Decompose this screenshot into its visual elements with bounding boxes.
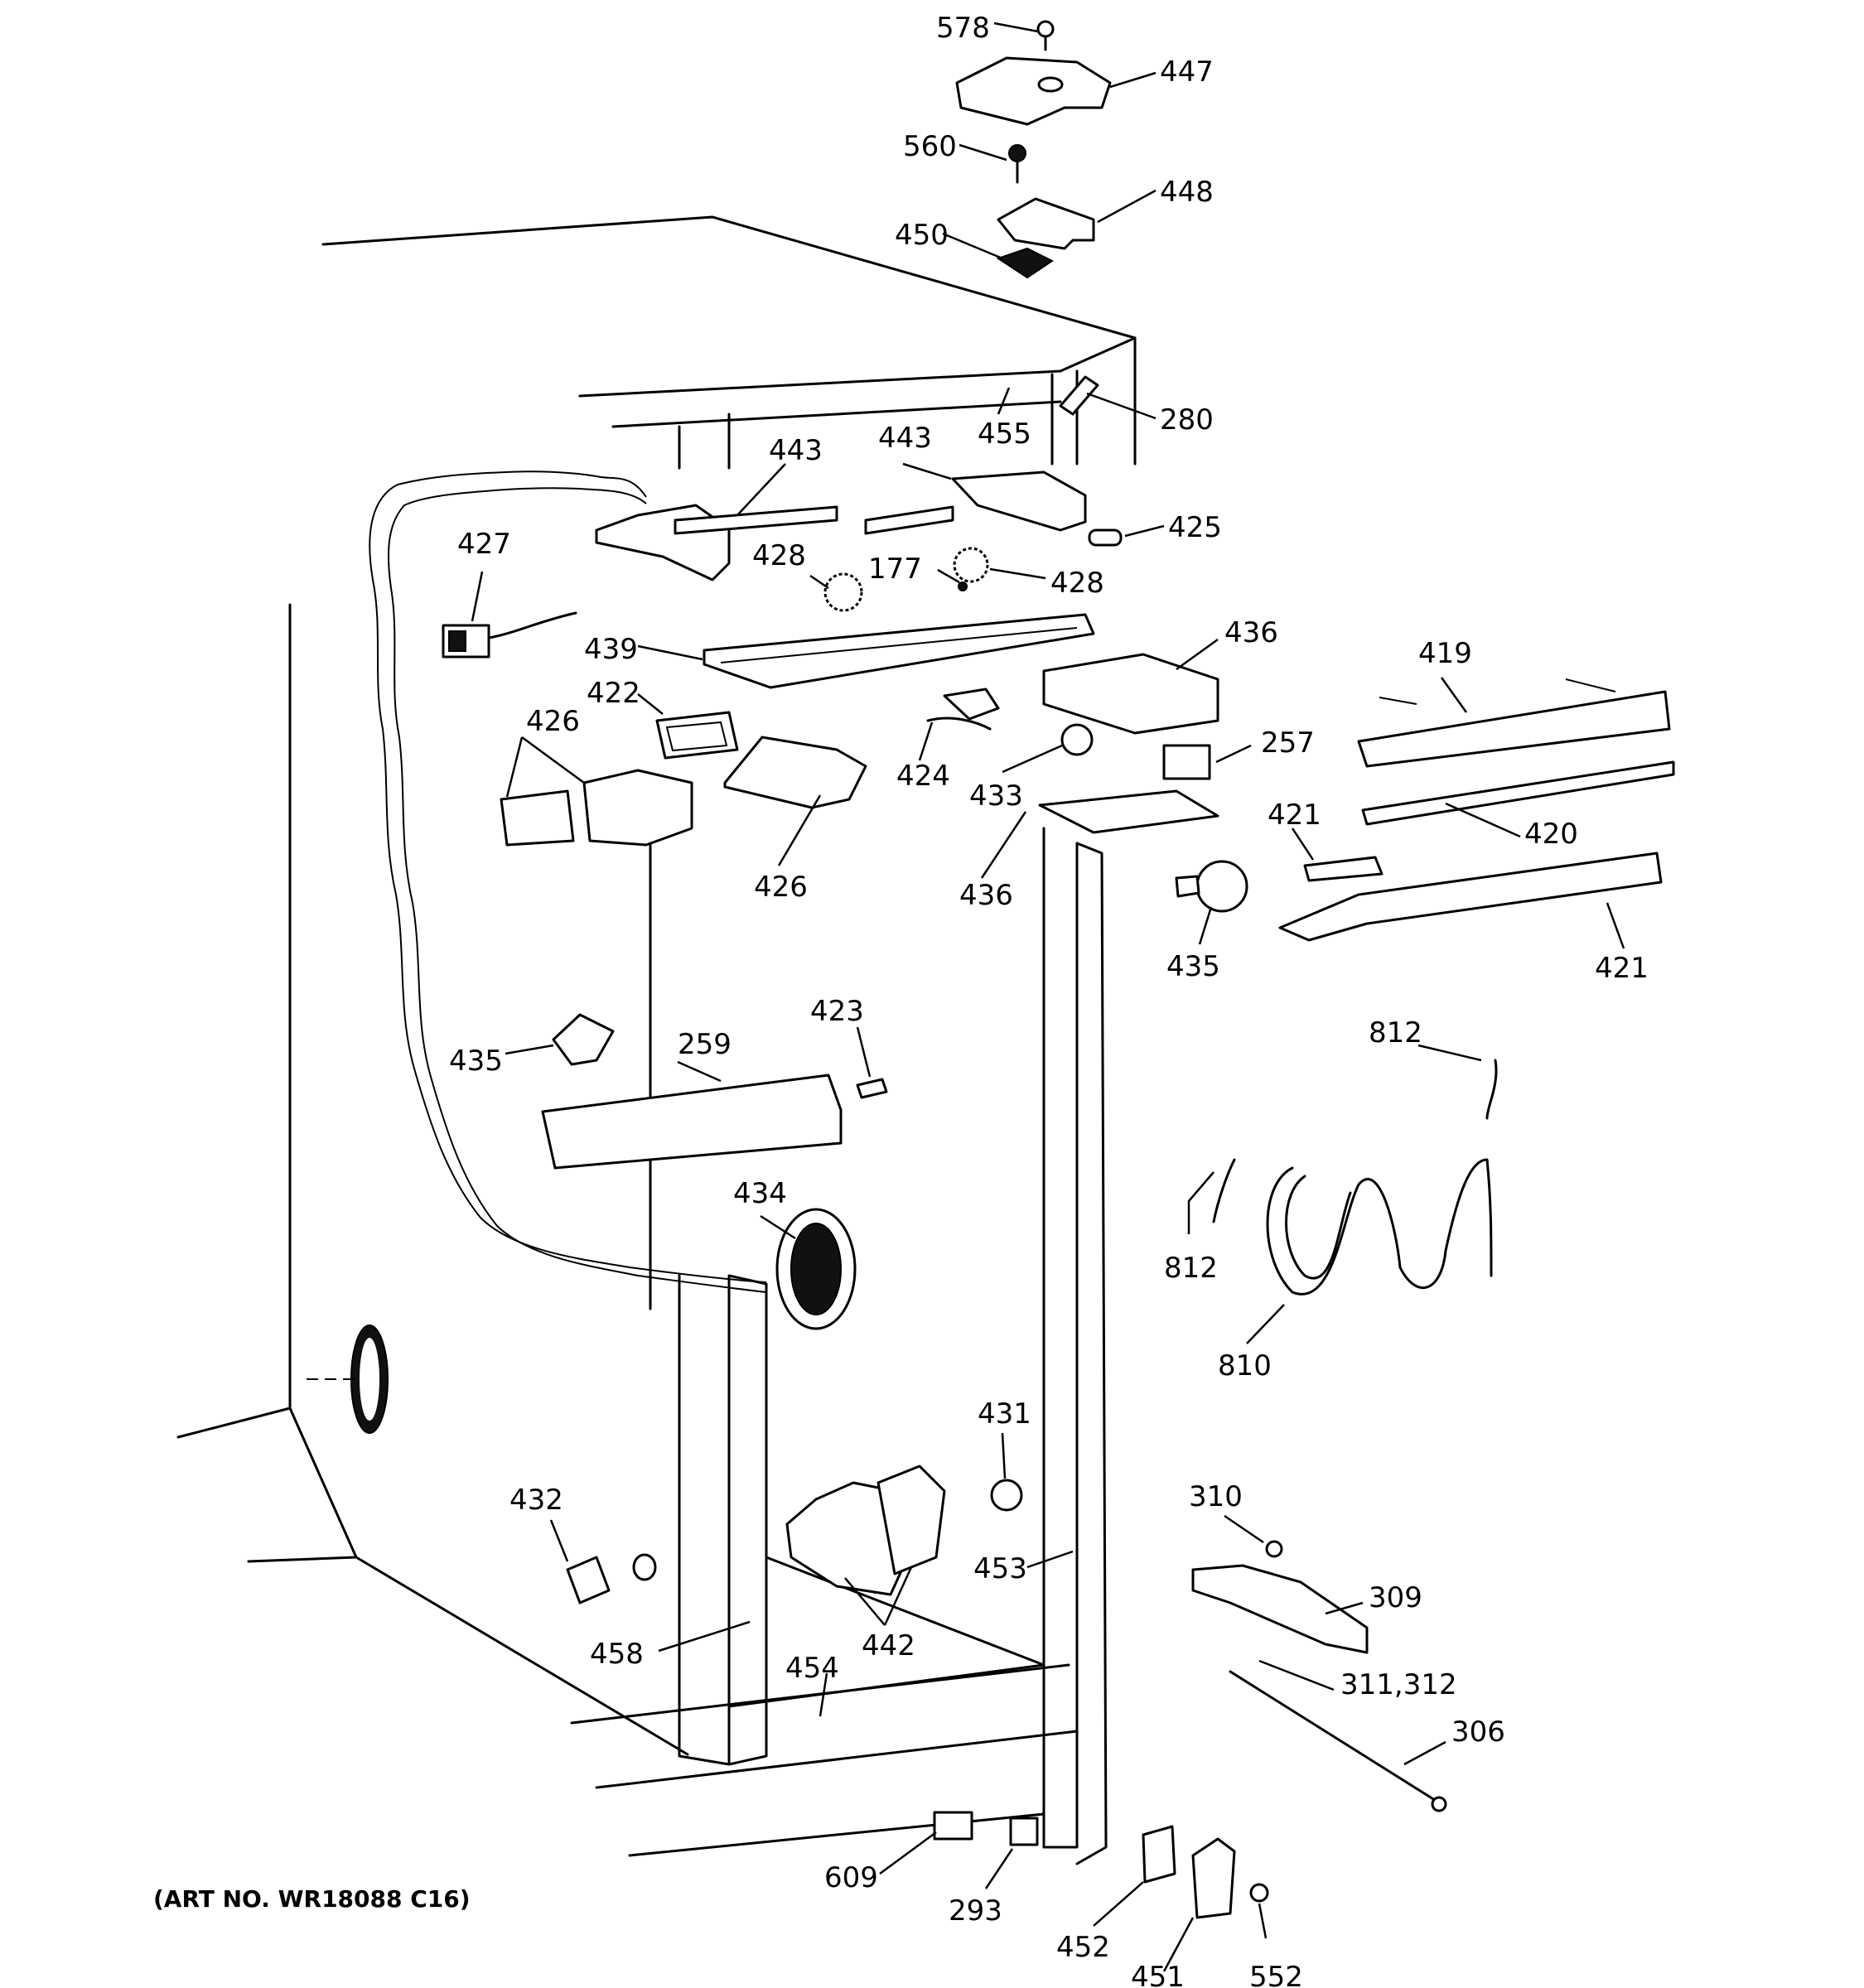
callout-label: 560 (903, 130, 957, 163)
callout-label: 309 (1369, 1581, 1422, 1614)
callout-label: 458 (590, 1638, 644, 1671)
callout-label: 421 (1595, 952, 1649, 985)
callout-label: 422 (587, 677, 640, 710)
callout-label: 578 (936, 12, 990, 45)
callout-label: 552 (1249, 1961, 1303, 1988)
art-number: (ART NO. WR18088 C16) (153, 1885, 471, 1913)
callout-label: 454 (785, 1652, 839, 1685)
callout-label: 428 (1050, 567, 1104, 600)
callout-label: 439 (584, 633, 638, 666)
callout-label: 259 (678, 1028, 732, 1061)
callout-label: 455 (978, 417, 1031, 451)
callout-label: 257 (1261, 726, 1315, 760)
callout-label: 306 (1451, 1715, 1505, 1749)
callout-label: 810 (1218, 1349, 1272, 1382)
callout-label: 436 (959, 879, 1013, 912)
leader-lines (471, 22, 1625, 1972)
callout-label: 442 (862, 1629, 915, 1662)
callout-label: 436 (1224, 616, 1278, 649)
callout-label: 435 (449, 1045, 503, 1078)
part-shapes (442, 20, 1675, 1919)
callout-label: 443 (878, 422, 932, 455)
callout-label: 452 (1056, 1931, 1110, 1964)
callout-label: 431 (978, 1397, 1031, 1431)
callout-labels: 578 447 560 448 450 280 455 443 443 425 … (449, 12, 1649, 1988)
callout-label: 311,312 (1340, 1668, 1457, 1701)
callout-label: 177 (868, 552, 922, 586)
callout-label: 450 (895, 219, 949, 252)
callout-label: 421 (1268, 799, 1321, 832)
callout-label: 447 (1160, 55, 1214, 89)
cabinet-outline (176, 215, 1137, 1865)
callout-label: 435 (1166, 950, 1220, 983)
callout-label: 425 (1168, 511, 1222, 544)
callout-label: 434 (733, 1177, 787, 1210)
callout-label: 280 (1160, 403, 1214, 437)
callout-label: 293 (949, 1894, 1002, 1928)
callout-label: 427 (457, 528, 511, 561)
callout-label: 432 (509, 1484, 563, 1517)
callout-label: 609 (824, 1861, 878, 1894)
callout-label: 420 (1524, 818, 1578, 851)
callout-label: 423 (810, 995, 864, 1028)
callout-label: 812 (1164, 1252, 1218, 1285)
callout-label: 419 (1418, 637, 1472, 670)
callout-label: 443 (769, 434, 823, 467)
callout-label: 424 (896, 760, 950, 793)
callout-label: 310 (1189, 1480, 1243, 1513)
callout-label: 433 (969, 779, 1023, 813)
callout-label: 428 (752, 539, 806, 572)
callout-label: 426 (754, 871, 808, 904)
callout-label: 426 (526, 705, 580, 738)
callout-label: 448 (1160, 176, 1214, 209)
callout-label: 453 (973, 1552, 1027, 1585)
callout-label: 812 (1369, 1016, 1422, 1049)
callout-label: 451 (1131, 1961, 1185, 1988)
